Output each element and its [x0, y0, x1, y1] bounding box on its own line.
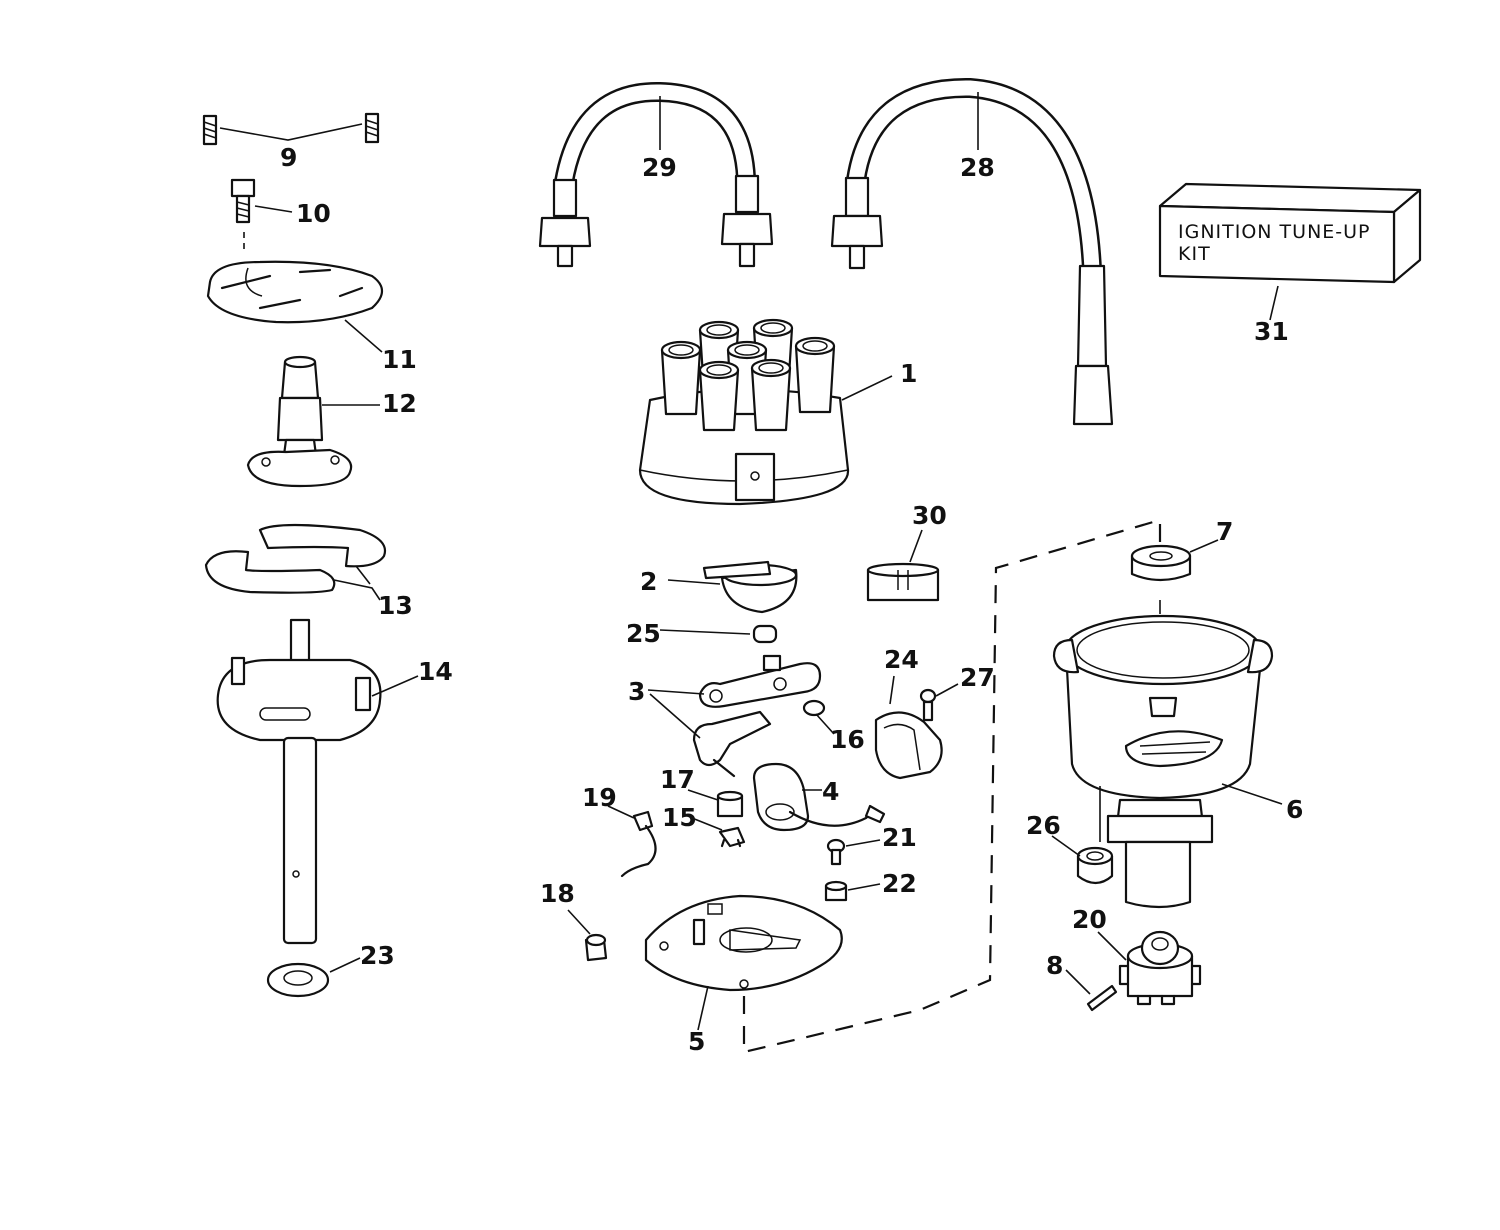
part-20-gear: [1097, 930, 1202, 1006]
callout-30: 30: [912, 501, 947, 530]
callout-6: 6: [1286, 795, 1303, 824]
part-18-terminal: [567, 909, 608, 962]
part-5-breaker-plate: [644, 894, 843, 1031]
callout-10: 10: [296, 199, 331, 228]
callout-3: 3: [628, 677, 645, 706]
part-25-felt: [659, 624, 778, 644]
callout-22: 22: [882, 869, 917, 898]
part-30-cam-lubricator: [866, 529, 940, 602]
callout-5: 5: [688, 1027, 705, 1056]
callout-20: 20: [1072, 905, 1107, 934]
part-31-tune-up-kit-box: IGNITION TUNE-UP KIT: [1158, 182, 1422, 321]
callout-27: 27: [960, 663, 995, 692]
part-15-clip: [691, 817, 746, 848]
callout-16: 16: [830, 725, 865, 754]
callout-21: 21: [882, 823, 917, 852]
callout-15: 15: [662, 803, 697, 832]
callout-2: 2: [640, 567, 657, 596]
kit-label-line1: IGNITION TUNE-UP: [1178, 221, 1371, 243]
part-14-shaft-plate: [216, 618, 419, 945]
callout-23: 23: [360, 941, 395, 970]
part-29-spark-wire: [538, 81, 774, 268]
callout-24: 24: [884, 645, 919, 674]
part-8-pin: [1065, 969, 1118, 1012]
part-19-primary-lead: [607, 805, 657, 878]
part-12-cam-assembly: [246, 355, 380, 488]
part-2-rotor: [667, 560, 798, 614]
callout-11: 11: [382, 345, 417, 374]
callout-17: 17: [660, 765, 695, 794]
callout-13: 13: [378, 591, 413, 620]
callout-14: 14: [418, 657, 453, 686]
part-17-insulator: [687, 789, 744, 818]
part-13-weights: [204, 523, 387, 601]
callout-labels: 1 2 3 4 5 6 7 8 9 10 11 12 13 14 15 16 1…: [280, 143, 1303, 1056]
part-24-bracket: [874, 675, 943, 780]
part-10-screw: [230, 178, 293, 250]
part-7-seal: [1130, 539, 1219, 662]
callout-31: 31: [1254, 317, 1289, 346]
callout-19: 19: [582, 783, 617, 812]
callout-4: 4: [822, 777, 839, 806]
callout-28: 28: [960, 153, 995, 182]
callout-12: 12: [382, 389, 417, 418]
part-27-screw: [919, 683, 959, 722]
callout-26: 26: [1026, 811, 1061, 840]
part-6-housing: [1052, 614, 1283, 909]
callout-25: 25: [626, 619, 661, 648]
part-1-distributor-cap: [638, 318, 893, 506]
part-22-nut: [824, 880, 881, 902]
callout-18: 18: [540, 879, 575, 908]
part-9-springs: [202, 112, 380, 146]
part-3-breaker-points: [647, 654, 822, 778]
part-4-condenser: [752, 762, 886, 832]
part-28-coil-wire: [830, 77, 1114, 426]
callout-1: 1: [900, 359, 917, 388]
part-26-bushing: [1051, 835, 1114, 885]
part-11-advance-plate: [206, 260, 384, 353]
part-16-screw: [802, 699, 835, 735]
callout-29: 29: [642, 153, 677, 182]
part-21-screw: [826, 838, 881, 866]
kit-label-line2: KIT: [1178, 243, 1211, 265]
callout-8: 8: [1046, 951, 1063, 980]
callout-7: 7: [1216, 517, 1233, 546]
alignment-dashed-line: [742, 518, 1162, 1054]
part-23-washer: [266, 957, 361, 998]
callout-9: 9: [280, 143, 297, 172]
